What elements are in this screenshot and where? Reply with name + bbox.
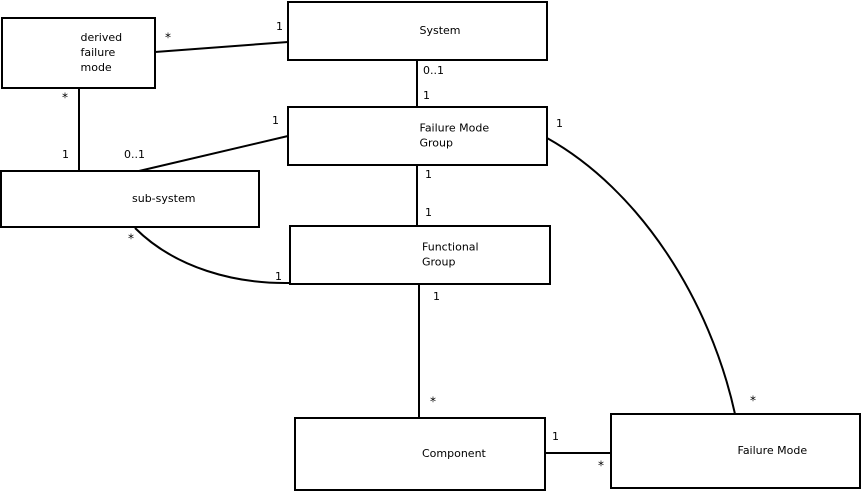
- class-name-system: System: [420, 24, 461, 37]
- class-name-failure-mode: Failure Mode: [738, 444, 808, 457]
- class-box-frame-derived-failure-mode: [1, 17, 156, 89]
- class-name-component: Component: [422, 447, 487, 460]
- class-box-frame-system: [287, 1, 548, 61]
- multiplicity-label-mult-fm-fmg-star: *: [750, 394, 756, 408]
- class-box-system[interactable]: System: [287, 1, 548, 61]
- class-name-failure-mode-group: Group: [420, 137, 454, 150]
- multiplicity-label-mult-fg-fmg-one: 1: [425, 206, 432, 219]
- class-name-derived-failure-mode: failure: [81, 46, 116, 59]
- multiplicity-label-mult-dfm-subsys-star: *: [62, 91, 68, 105]
- multiplicity-label-mult-fg-comp-one: 1: [433, 290, 440, 303]
- association-line-sub-system-to-functional-group: [134, 227, 291, 285]
- multiplicity-label-mult-fmg-fm-one: 1: [556, 117, 563, 130]
- multiplicity-label-mult-system-dfm-one: 1: [276, 20, 283, 33]
- multiplicity-label-mult-system-fmg-zero-one: 0..1: [423, 64, 444, 77]
- class-box-frame-sub-system: [0, 170, 260, 228]
- multiplicity-label-mult-fg-subsys-one: 1: [275, 270, 282, 283]
- class-box-derived-failure-mode[interactable]: derived failure mode: [1, 17, 156, 89]
- association-line-derived-failure-mode-to-system: [154, 41, 289, 53]
- multiplicity-label-mult-subsys-fg-star: *: [128, 232, 134, 246]
- multiplicity-labels-layer: * 1 0..1 1 * 1 0..1 1 1 1 * 1 1 * 1 * 1 *: [62, 20, 756, 473]
- class-box-sub-system[interactable]: sub-system: [0, 170, 260, 228]
- class-box-frame-component: [294, 417, 546, 491]
- class-name-derived-failure-mode: derived: [81, 31, 123, 44]
- association-lines-layer: [78, 41, 736, 454]
- multiplicity-label-mult-subsys-dfm-one: 1: [62, 148, 69, 161]
- multiplicity-label-mult-dfm-system-star: *: [165, 31, 171, 45]
- multiplicity-label-mult-fmg-subsys-one: 1: [272, 114, 279, 127]
- association-line-sub-system-to-failure-mode-group: [138, 135, 289, 172]
- association-line-failure-mode-group-to-failure-mode: [546, 137, 736, 415]
- multiplicity-label-mult-comp-fm-one: 1: [552, 430, 559, 443]
- class-box-frame-functional-group: [289, 225, 551, 285]
- multiplicity-label-mult-fmg-system-one: 1: [423, 89, 430, 102]
- class-name-derived-failure-mode: mode: [81, 61, 112, 74]
- class-name-functional-group: Group: [422, 256, 456, 269]
- class-name-sub-system: sub-system: [132, 192, 195, 205]
- class-box-frame-failure-mode: [610, 413, 861, 489]
- class-box-frame-failure-mode-group: [287, 106, 548, 166]
- multiplicity-label-mult-fm-comp-star: *: [598, 459, 604, 473]
- class-name-failure-mode-group: Failure Mode: [420, 122, 490, 135]
- class-box-failure-mode[interactable]: Failure Mode: [610, 413, 861, 489]
- multiplicity-label-mult-subsys-fmg-zero-one: 0..1: [124, 148, 145, 161]
- class-box-component[interactable]: Component: [294, 417, 546, 491]
- class-name-functional-group: Functional: [422, 241, 479, 254]
- multiplicity-label-mult-fmg-fg-one: 1: [425, 168, 432, 181]
- multiplicity-label-mult-comp-fg-star: *: [430, 395, 436, 409]
